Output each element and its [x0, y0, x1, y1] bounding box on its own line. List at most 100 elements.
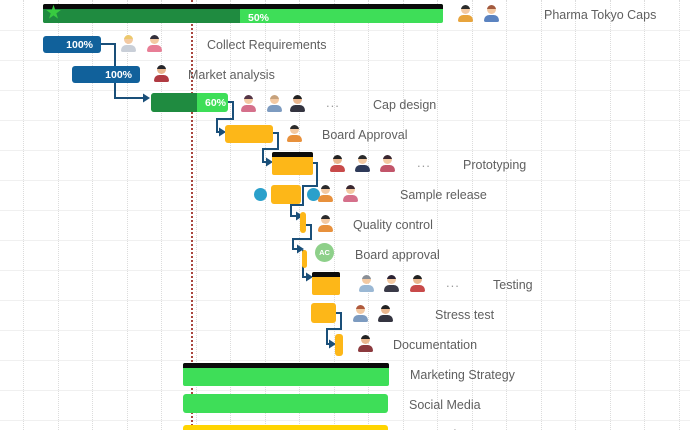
grid-line-vertical: [57, 0, 59, 430]
task-bar[interactable]: [311, 303, 336, 323]
task-bar[interactable]: [302, 250, 307, 268]
assignee-initials-badge: AC: [315, 243, 334, 262]
row-separator-line: [0, 89, 690, 91]
project-bar-top-strip: [312, 272, 340, 277]
task-label: Market analysis: [188, 68, 275, 82]
avatar-body: [359, 285, 374, 292]
grid-line-vertical: [609, 0, 611, 430]
task-label: Prototyping: [463, 158, 527, 172]
avatar-head: [290, 125, 299, 134]
dependency-link: [290, 162, 318, 217]
task-bar[interactable]: [300, 212, 306, 233]
row-separator-line: [0, 269, 690, 271]
grid-line-vertical: [644, 0, 645, 430]
progress-label: 100%: [105, 68, 132, 81]
avatar-body: [121, 45, 136, 52]
grid-line-vertical: [402, 0, 404, 430]
avatar: [317, 185, 334, 202]
avatar: [286, 125, 303, 142]
task-bar[interactable]: 60%: [151, 93, 228, 112]
task-bar[interactable]: 100%: [43, 36, 101, 53]
link-arrow-icon: [266, 157, 273, 167]
avatar-body: [484, 15, 499, 22]
avatar-body: [318, 225, 333, 232]
task-bar[interactable]: 100%: [72, 66, 140, 83]
avatar: [383, 275, 400, 292]
row-separator-line: [0, 179, 690, 181]
task-label: Pharma Tokyo Caps: [544, 8, 657, 22]
avatar-head: [150, 35, 159, 44]
avatar-head: [293, 95, 302, 104]
avatar-head: [244, 95, 253, 104]
avatar-body: [353, 315, 368, 322]
link-arrow-icon: [297, 244, 304, 254]
avatar-head: [362, 275, 371, 284]
link-arrow-icon: [306, 272, 313, 282]
avatar-body: [358, 345, 373, 352]
link-arrow-icon: [219, 127, 226, 137]
task-bar[interactable]: [225, 125, 273, 143]
avatar: [266, 95, 283, 112]
avatar: [358, 275, 375, 292]
avatar-body: [330, 165, 345, 172]
more-assignees-indicator[interactable]: ...: [446, 275, 460, 290]
avatar-body: [355, 165, 370, 172]
dependency-link: [216, 101, 234, 133]
task-bar-progress: [151, 93, 197, 112]
avatar: [457, 5, 474, 22]
grid-line-vertical: [195, 0, 197, 430]
avatar: [317, 215, 334, 232]
avatar-body: [378, 315, 393, 322]
task-bar[interactable]: [312, 272, 340, 295]
more-assignees-indicator[interactable]: ...: [417, 155, 431, 170]
task-label: Board Approval: [322, 128, 408, 142]
avatar: [483, 5, 500, 22]
grid-line-vertical: [161, 0, 162, 430]
dependency-link: [292, 224, 312, 250]
row-separator-line: [0, 239, 690, 241]
avatar-head: [333, 155, 342, 164]
task-label: Quality control: [353, 218, 433, 232]
grid-line-vertical: [333, 0, 335, 430]
task-label: Collect Requirements: [207, 38, 327, 52]
task-bar[interactable]: [183, 363, 389, 386]
row-separator-line: [0, 59, 690, 61]
avatar-head: [387, 275, 396, 284]
avatar-head: [383, 155, 392, 164]
avatar: [289, 95, 306, 112]
avatar-head: [270, 95, 279, 104]
avatar-body: [287, 135, 302, 142]
task-bar[interactable]: [183, 394, 388, 413]
avatar-head: [413, 275, 422, 284]
task-bar[interactable]: [271, 185, 301, 204]
more-assignees-indicator[interactable]: ...: [326, 95, 340, 110]
row-separator-line: [0, 389, 690, 391]
row-separator-line: [0, 419, 690, 421]
avatar-head: [321, 215, 330, 224]
link-arrow-icon: [143, 93, 150, 103]
avatar: [352, 305, 369, 322]
grid-line-vertical: [471, 0, 473, 430]
task-bar[interactable]: [272, 152, 313, 175]
grid-line-vertical: [230, 0, 231, 430]
dependency-link: [326, 312, 342, 345]
link-arrow-icon: [329, 339, 336, 349]
task-label: Social Media: [409, 398, 481, 412]
row-separator-line: [0, 329, 690, 331]
avatar-body: [343, 195, 358, 202]
task-bar[interactable]: 50%★: [43, 4, 443, 23]
avatar: [342, 185, 359, 202]
task-bar[interactable]: [183, 425, 388, 430]
grid-line-vertical: [264, 0, 266, 430]
link-handle[interactable]: [306, 187, 320, 201]
avatar-head: [461, 5, 470, 14]
task-bar[interactable]: [335, 334, 343, 356]
avatar: [379, 155, 396, 172]
link-handle[interactable]: [253, 187, 267, 201]
avatar-body: [384, 285, 399, 292]
avatar: [357, 335, 374, 352]
row-separator-line: [0, 209, 690, 211]
task-label: Outreach: [409, 420, 460, 430]
link-arrow-icon: [296, 211, 303, 221]
